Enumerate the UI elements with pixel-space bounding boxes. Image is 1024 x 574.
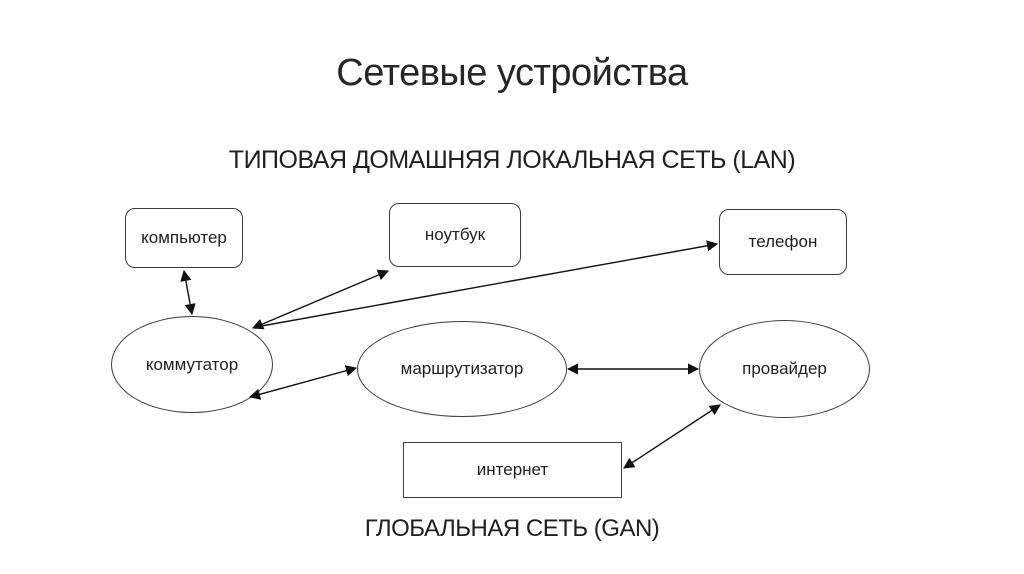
node-router: маршрутизатор	[357, 321, 567, 417]
edge-internet-provider	[623, 404, 721, 469]
node-provider: провайдер	[699, 320, 870, 418]
node-router-label: маршрутизатор	[400, 359, 524, 378]
node-phone-label: телефон	[748, 232, 818, 251]
node-computer-label: компьютер	[141, 228, 227, 247]
lan-section-caption: ТИПОВАЯ ДОМАШНЯЯ ЛОКАЛЬНАЯ СЕТЬ (LAN)	[228, 146, 796, 174]
node-laptop: ноутбук	[389, 203, 521, 267]
gan-section-caption: ГЛОБАЛЬНАЯ СЕТЬ (GAN)	[364, 515, 660, 542]
node-switch: коммутатор	[111, 316, 273, 413]
node-internet: интернет	[403, 442, 622, 498]
node-laptop-label: ноутбук	[424, 225, 486, 244]
node-phone: телефон	[719, 209, 847, 275]
node-switch-label: коммутатор	[145, 354, 239, 374]
edge-switch-computer	[180, 269, 196, 316]
page-title: Сетевые устройства	[336, 52, 688, 94]
node-computer: компьютер	[125, 208, 243, 268]
node-internet-label: интернет	[476, 460, 549, 479]
edge-switch-laptop	[251, 269, 390, 330]
node-provider-label: провайдер	[742, 359, 827, 378]
